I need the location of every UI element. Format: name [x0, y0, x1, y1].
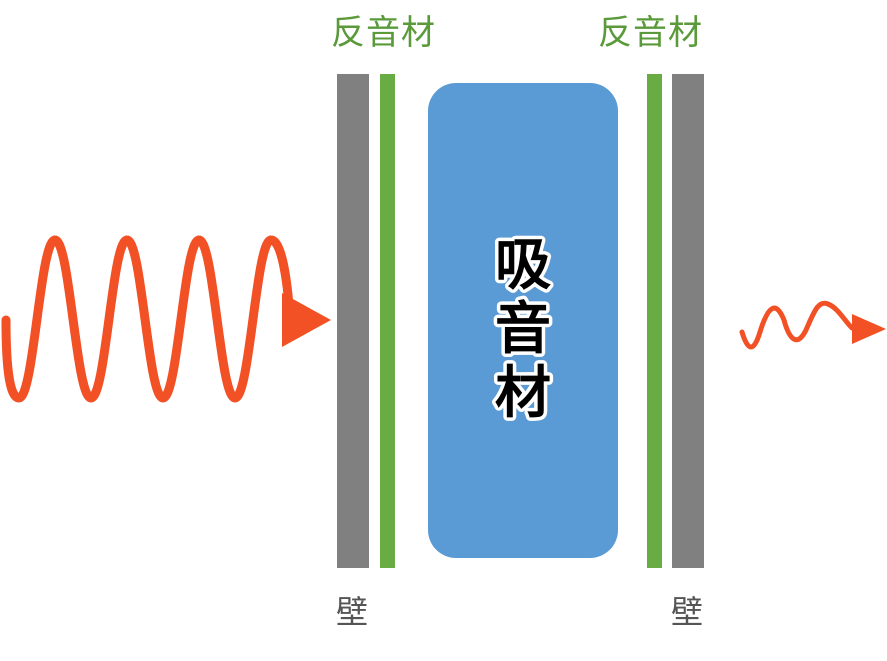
outgoing-arrowhead — [852, 314, 886, 344]
reflector-left — [380, 74, 395, 568]
reflector-right-label: 反音材 — [598, 13, 703, 53]
reflector-right — [647, 74, 662, 568]
wall-right-label: 壁 — [671, 593, 704, 631]
wall-left — [337, 74, 369, 568]
outgoing-sound-wave — [739, 300, 855, 350]
absorber-label-char-3: 材 — [495, 361, 551, 426]
wall-left-label: 壁 — [336, 593, 369, 631]
absorber-label-char-1: 吸 — [495, 233, 551, 298]
reflector-left-label: 反音材 — [331, 13, 436, 53]
absorber-block — [428, 83, 618, 558]
incoming-arrowhead — [282, 293, 331, 347]
absorber-label-char-2: 音 — [495, 297, 551, 362]
wall-right — [672, 74, 704, 568]
incoming-sound-wave — [1, 235, 295, 403]
